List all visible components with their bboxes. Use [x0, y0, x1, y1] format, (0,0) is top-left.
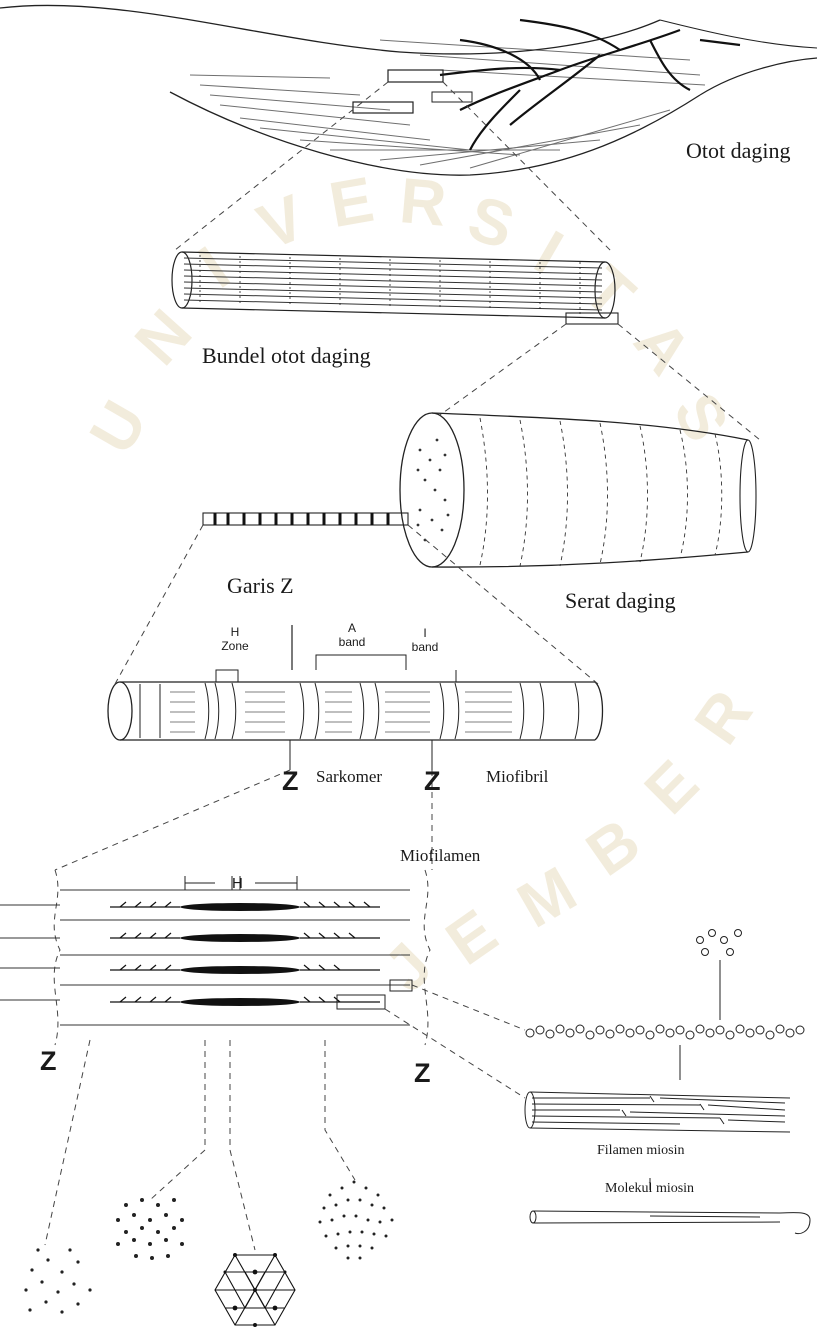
label-h-zone-line2: Zone: [220, 640, 250, 654]
cross-sections: [24, 1181, 393, 1327]
label-a-band: A band: [332, 622, 372, 650]
label-bundel-otot-daging: Bundel otot daging: [202, 345, 371, 367]
label-serat-daging: Serat daging: [565, 590, 676, 612]
label-sarkomer: Sarkomer: [316, 768, 382, 785]
muscle-fiber: [203, 413, 756, 567]
label-z-myofilament-left: Z: [40, 1048, 57, 1075]
label-garis-z: Garis Z: [227, 575, 294, 597]
label-h-zone: H Zone: [220, 626, 250, 654]
label-a-band-line2: band: [332, 636, 372, 650]
label-z-myofilament-right: Z: [414, 1060, 431, 1087]
label-z-left: Z: [282, 768, 299, 795]
label-otot-daging: Otot daging: [686, 140, 791, 162]
label-molekul-miosin: Molekul miosin: [605, 1182, 694, 1196]
myofilament-detail: [0, 870, 430, 1045]
label-a-band-line1: A: [332, 622, 372, 636]
label-h-marker: H: [232, 876, 243, 891]
label-z-right: Z: [424, 768, 441, 795]
label-i-band-line1: I: [405, 627, 445, 641]
label-filamen-miosin: Filamen miosin: [597, 1144, 685, 1158]
label-miofilamen: Miofilamen: [400, 847, 480, 864]
muscle-bundle: [172, 252, 618, 324]
label-i-band: I band: [405, 627, 445, 655]
label-i-band-line2: band: [405, 641, 445, 655]
label-miofibril: Miofibril: [486, 768, 548, 785]
label-h-zone-line1: H: [220, 626, 250, 640]
